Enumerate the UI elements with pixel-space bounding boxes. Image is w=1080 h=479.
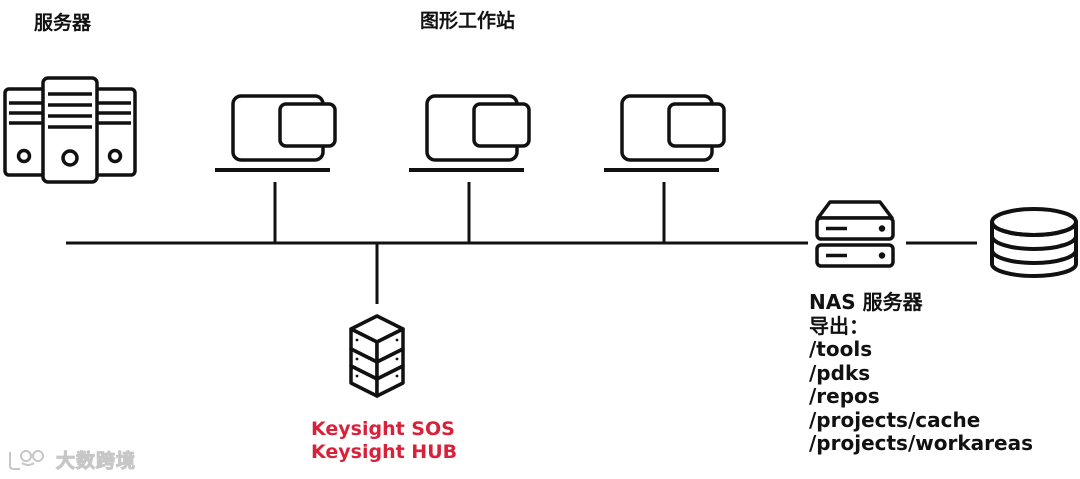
keysight-line: Keysight HUB xyxy=(311,441,458,463)
nas-label-block: NAS 服务器 导出： /tools /pdks /repos /project… xyxy=(809,290,1033,456)
nas-exports-heading: 导出： xyxy=(809,313,869,338)
stacked-server-icon xyxy=(349,314,405,398)
keysight-line: Keysight SOS xyxy=(311,418,455,440)
nas-server-icon xyxy=(815,200,895,268)
workstation-1-icon xyxy=(215,94,337,172)
server-rack-icon xyxy=(3,76,137,184)
watermark: 大数跨境 xyxy=(6,446,136,472)
logo-icon xyxy=(9,450,44,470)
database-icon xyxy=(990,207,1078,278)
workstations-label: 图形工作站 xyxy=(420,10,516,32)
watermark-text: 大数跨境 xyxy=(55,449,137,472)
keysight-label-block: Keysight SOS Keysight HUB xyxy=(311,418,457,464)
nas-export-item: /repos xyxy=(809,384,880,408)
workstation-3-icon xyxy=(604,94,726,172)
nas-title: NAS 服务器 xyxy=(809,290,923,314)
nas-export-item: /projects/workareas xyxy=(809,431,1033,455)
workstation-2-icon xyxy=(409,94,531,172)
servers-label: 服务器 xyxy=(34,12,92,34)
nas-export-item: /pdks xyxy=(809,360,871,385)
nas-export-item: /projects/cache xyxy=(809,407,981,432)
nas-export-item: /tools xyxy=(809,337,873,361)
